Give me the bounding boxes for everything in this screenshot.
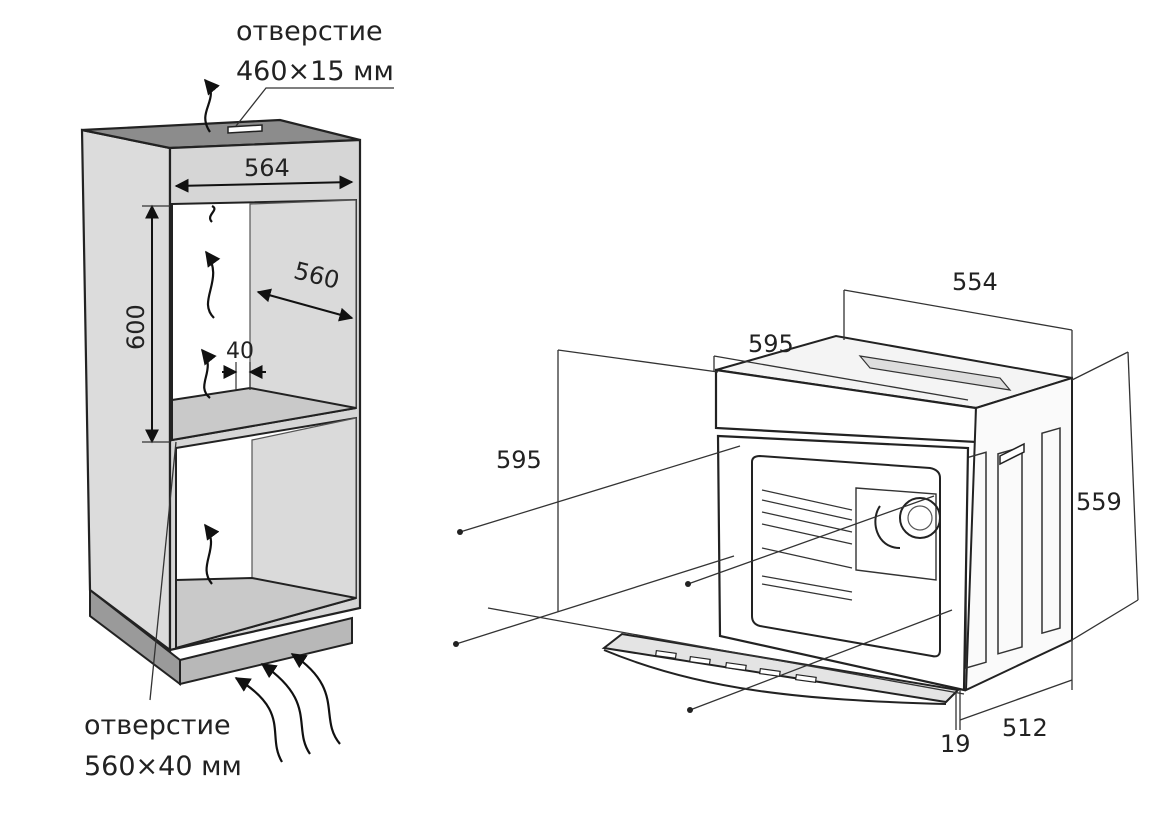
airflow-arrow-lower [204,523,220,585]
oven-side-handle [999,442,1025,466]
height-dim-label: 600 [122,304,150,350]
cabinet-side-panel [80,128,172,653]
side-height-label: 559 [1076,488,1122,516]
cabinet-lower-floor [175,576,357,650]
airflow-arrow-upper-1 [209,205,216,223]
cabinet-dimensions [142,87,394,701]
oven-mounting-leaders [453,445,953,713]
oven-door [601,632,961,704]
cabinet-plinth-front [179,616,353,686]
oven-door-vents [655,649,817,684]
top-vent-leader [235,87,394,127]
body-depth-label: 512 [1002,714,1048,742]
cabinet-drawing [80,118,362,687]
top-vent-size: 460×15 мм [236,56,394,87]
front-width-dim-line [713,355,969,401]
oven-side [964,376,1073,692]
oven-door-edge [603,649,947,705]
door-thickness-label: 19 [940,730,971,758]
screw-2 [685,581,691,587]
oven-drawing [601,334,1073,705]
airflow-arrow-bottom-1 [234,677,283,763]
cabinet-airflow-arrows [201,78,341,763]
top-depth-label: 554 [952,268,998,296]
bottom-vent-label: отверстие [84,710,231,741]
screw-3 [453,641,459,647]
top-vent-slot [227,124,263,134]
oven-top-vent [858,355,1012,391]
airflow-arrow-bottom-3 [290,653,341,745]
cabinet-upper-shelf [171,386,357,442]
airflow-arrow-bottom-2 [260,663,311,755]
airflow-arrow-upper-2 [205,250,221,319]
gap-dim-label: 40 [226,339,254,364]
bottom-vent-size: 560×40 мм [84,751,242,782]
top-vent-label: отверстие [236,16,383,47]
cabinet-lower-niche-back [251,417,357,599]
bottom-vent-leader [149,441,177,701]
screw-4 [687,707,693,713]
front-width-label: 595 [748,330,794,358]
oven-fan-icon [899,497,941,539]
oven-rack-rails [761,489,853,601]
screw-1 [457,529,463,535]
side-height-dim-line [1127,351,1139,601]
depth-dim-line [256,288,354,322]
width-dim-label: 564 [244,154,290,182]
oven-cavity [751,454,941,658]
oven-side-rib-3 [1041,427,1061,635]
oven-dimensions [487,289,1139,730]
top-depth-dim-line [843,289,1073,331]
airflow-arrow-top [204,78,220,133]
oven-cavity-back [855,487,937,581]
front-height-label: 595 [496,446,542,474]
oven-fan-guard [874,505,901,549]
body-depth-dim-line [959,679,1073,721]
width-dim-line [174,175,354,193]
airflow-arrow-upper-3 [201,348,217,399]
